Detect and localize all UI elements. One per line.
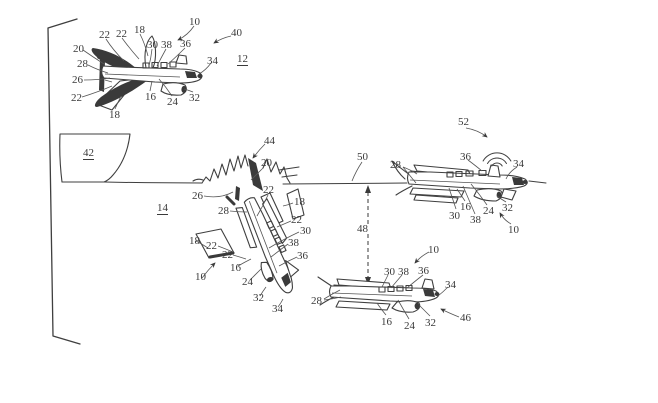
aircraft-submerged: [318, 252, 459, 319]
leader-lines-flying: [82, 34, 211, 109]
signal-waves-icon: [483, 153, 511, 166]
ref-label-22: 22: [71, 92, 82, 104]
aircraft-diving-splash: [193, 144, 307, 307]
ref-label-32: 32: [189, 92, 200, 104]
ref-label-28: 28: [77, 58, 88, 70]
ref-label-22: 22: [222, 249, 233, 261]
ref-label-28: 28: [311, 295, 322, 307]
ref-label-32: 32: [502, 202, 513, 214]
aircraft-flying: [82, 26, 231, 110]
leader-lines-submerged: [324, 275, 448, 319]
ref-label-30: 30: [384, 266, 395, 278]
ref-label-38: 38: [470, 214, 481, 226]
ref-label-10: 10: [189, 16, 200, 28]
ref-label-38: 38: [161, 39, 172, 51]
ref-label-18: 18: [189, 235, 200, 247]
ref-label-20: 20: [261, 157, 272, 169]
ref-label-34: 34: [207, 55, 218, 67]
ref-label-24: 24: [242, 276, 253, 288]
ref-label-36: 36: [460, 151, 471, 163]
ref-label-24: 24: [483, 205, 494, 217]
ref-label-22: 22: [99, 29, 110, 41]
ref-label-22: 22: [206, 240, 217, 252]
leader-lines-diving: [196, 168, 299, 307]
ref-label-42: 42: [83, 147, 94, 160]
ref-label-26: 26: [192, 190, 203, 202]
wall-bracket: [48, 19, 80, 344]
ref-label-40: 40: [231, 27, 242, 39]
ref-label-48: 48: [356, 223, 369, 235]
ref-label-16: 16: [381, 316, 392, 328]
ref-label-50: 50: [357, 151, 368, 163]
ref-label-24: 24: [167, 96, 178, 108]
ref-label-30: 30: [449, 210, 460, 222]
ref-label-38: 38: [398, 266, 409, 278]
leader-lines-floating: [403, 160, 517, 214]
ref-label-30: 30: [147, 39, 158, 51]
ref-label-16: 16: [460, 201, 471, 213]
ref-label-10: 10: [428, 244, 439, 256]
ref-label-18: 18: [294, 196, 305, 208]
ref-label-18: 18: [134, 24, 145, 36]
ref-label-34: 34: [272, 303, 283, 315]
aircraft-floating-signal: [392, 128, 527, 224]
ref-label-16: 16: [145, 91, 156, 103]
ref-label-52: 52: [458, 116, 469, 128]
ref-label-16: 16: [230, 262, 241, 274]
ref-label-44: 44: [264, 135, 275, 147]
ref-label-34: 34: [445, 279, 456, 291]
ref-label-20: 20: [73, 43, 84, 55]
ref-label-22: 22: [263, 184, 274, 196]
ref-label-28: 28: [218, 205, 229, 217]
ref-label-46: 46: [460, 312, 471, 324]
ref-label-32: 32: [253, 292, 264, 304]
ref-label-24: 24: [404, 320, 415, 332]
ref-label-26: 26: [72, 74, 83, 86]
ref-label-22: 22: [291, 214, 302, 226]
ref-label-36: 36: [297, 250, 308, 262]
ref-label-32: 32: [425, 317, 436, 329]
ref-label-10: 10: [195, 271, 206, 283]
ref-label-36: 36: [418, 265, 429, 277]
ref-label-12: 12: [237, 53, 248, 66]
ref-label-22: 22: [116, 28, 127, 40]
splash: [193, 155, 299, 183]
ref-label-30: 30: [300, 225, 311, 237]
ref-label-10: 10: [508, 224, 519, 236]
ref-label-28: 28: [390, 159, 401, 171]
ref-label-14: 14: [157, 202, 168, 215]
ship-stern: [60, 134, 130, 182]
dimension-arrowhead-top: [365, 185, 371, 193]
ref-label-34: 34: [513, 158, 524, 170]
ref-label-38: 38: [288, 237, 299, 249]
ref-label-36: 36: [180, 38, 191, 50]
waterline: [104, 181, 546, 184]
ref-label-18: 18: [109, 109, 120, 121]
